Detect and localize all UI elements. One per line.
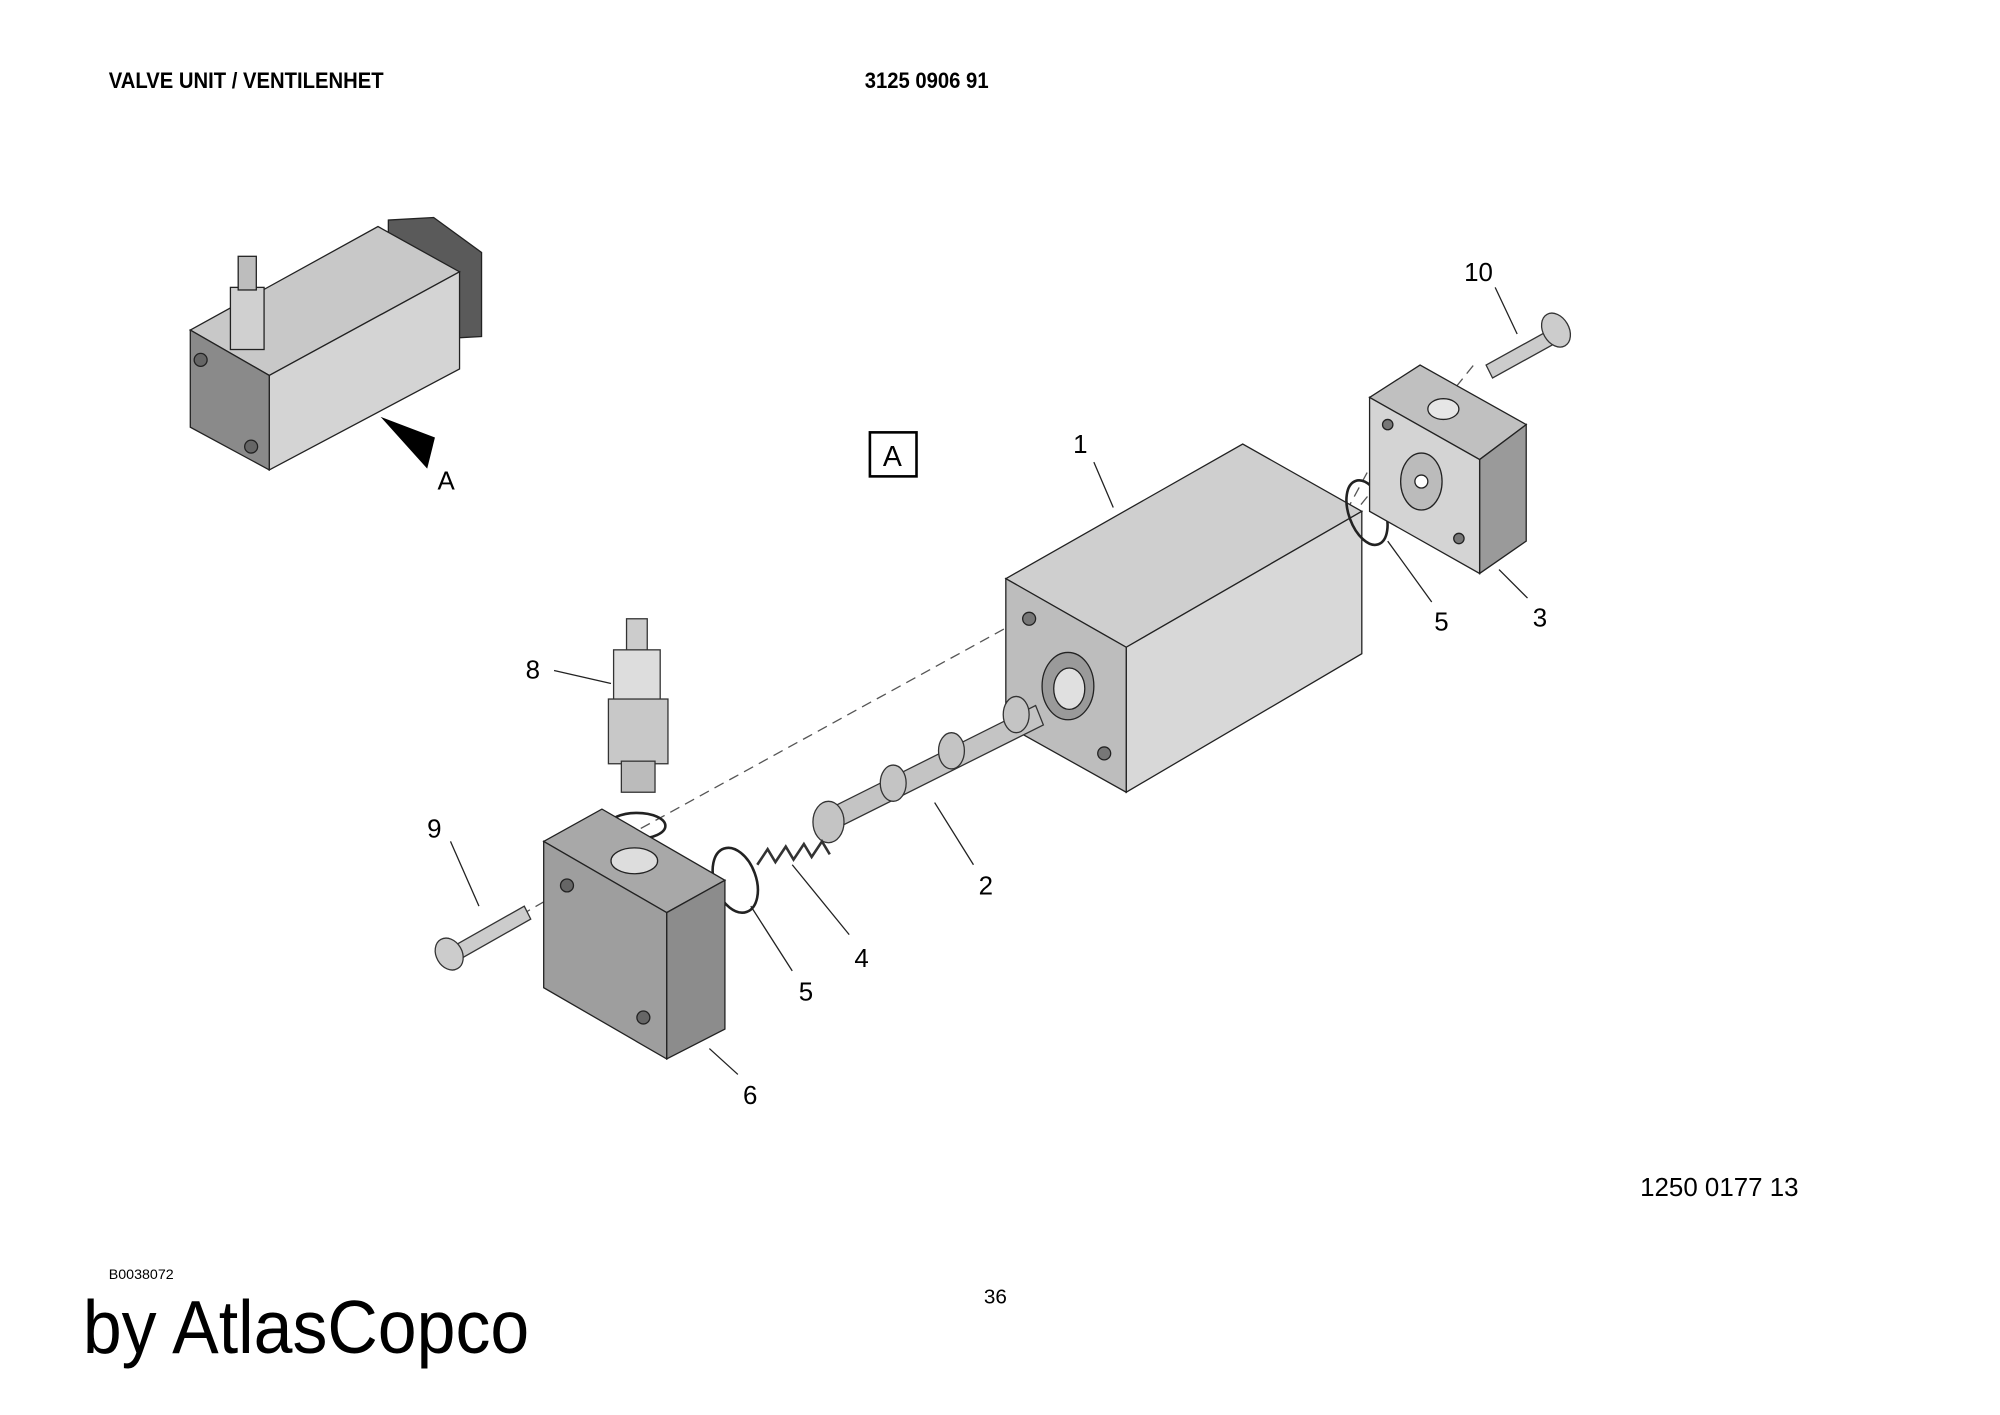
part-2-spool [812,695,1045,844]
page-number: 36 [983,1286,1007,1309]
part-8-relief-valve [607,618,669,793]
brand-watermark: by AtlasCopco [82,1285,530,1370]
callout-5-left: 5 [799,979,813,1007]
callout-9: 9 [427,816,441,844]
view-arrow-label: A [438,467,456,495]
image-code: B0038072 [108,1267,174,1283]
part-3-end-cover [1368,364,1528,575]
part-9-screw [434,905,532,971]
callout-5-right: 5 [1434,608,1448,636]
callout-3: 3 [1533,605,1547,633]
part-1-valve-body [1004,443,1364,794]
callout-6: 6 [743,1082,757,1110]
drawing-number: 1250 0177 13 [1640,1174,1799,1203]
callouts: 1 2 3 4 5 5 6 8 9 10 [427,259,1547,1110]
callout-10: 10 [1464,259,1493,287]
callout-2: 2 [979,872,993,900]
part-4-spring [756,839,831,866]
view-label: A [883,441,902,473]
overview-assembly [188,216,483,471]
part-10-screw [1485,312,1572,379]
page-title: VALVE UNIT / VENTILENHET [108,68,384,94]
part-number: 3125 0906 91 [864,68,989,94]
callout-4: 4 [854,945,868,973]
callout-8: 8 [526,656,540,684]
part-6-end-block [542,808,727,1061]
view-label-box [868,431,918,478]
callout-1: 1 [1073,431,1087,459]
